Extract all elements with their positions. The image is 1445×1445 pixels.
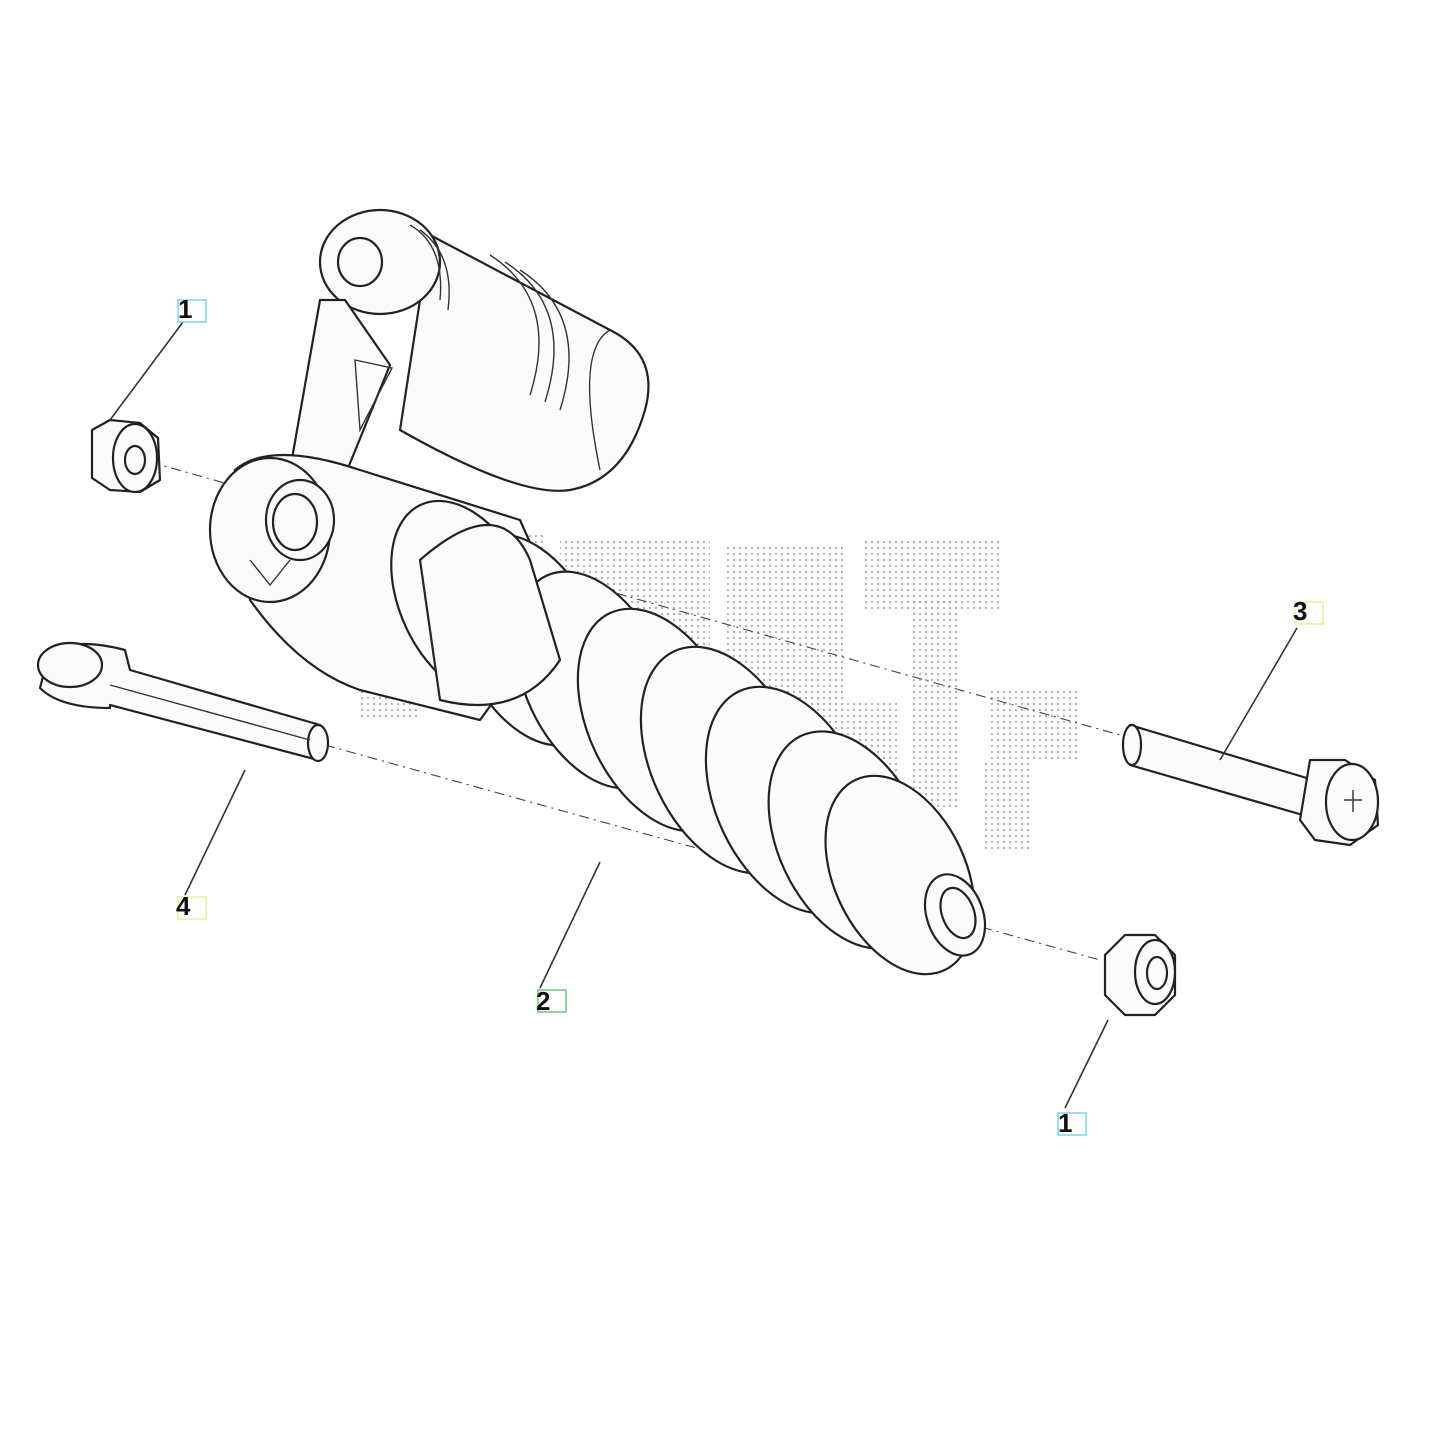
flange-bolt (1121, 723, 1380, 847)
callout-1-top: 1 (177, 294, 207, 324)
flange-nut-bottom (1103, 933, 1177, 1017)
callout-label: 1 (178, 294, 192, 324)
callout-4: 4 (176, 891, 207, 921)
callout-box (1294, 601, 1324, 625)
callout-2: 2 (536, 986, 567, 1016)
callout-label: 3 (1293, 596, 1307, 626)
callout-3: 3 (1293, 596, 1324, 626)
callout-label: 2 (536, 986, 550, 1016)
callout-label: 4 (176, 891, 191, 921)
callout-box (1057, 1112, 1087, 1136)
callout-box (177, 896, 207, 920)
callout-1-bottom: 1 (1057, 1108, 1087, 1138)
flange-nut-top (90, 418, 162, 494)
callout-box (177, 299, 207, 323)
spacer-sleeve (36, 641, 330, 763)
leader-lines (109, 321, 1298, 1109)
shock-absorber (208, 208, 987, 976)
callout-label: 1 (1058, 1108, 1072, 1138)
callout-box (537, 989, 567, 1013)
